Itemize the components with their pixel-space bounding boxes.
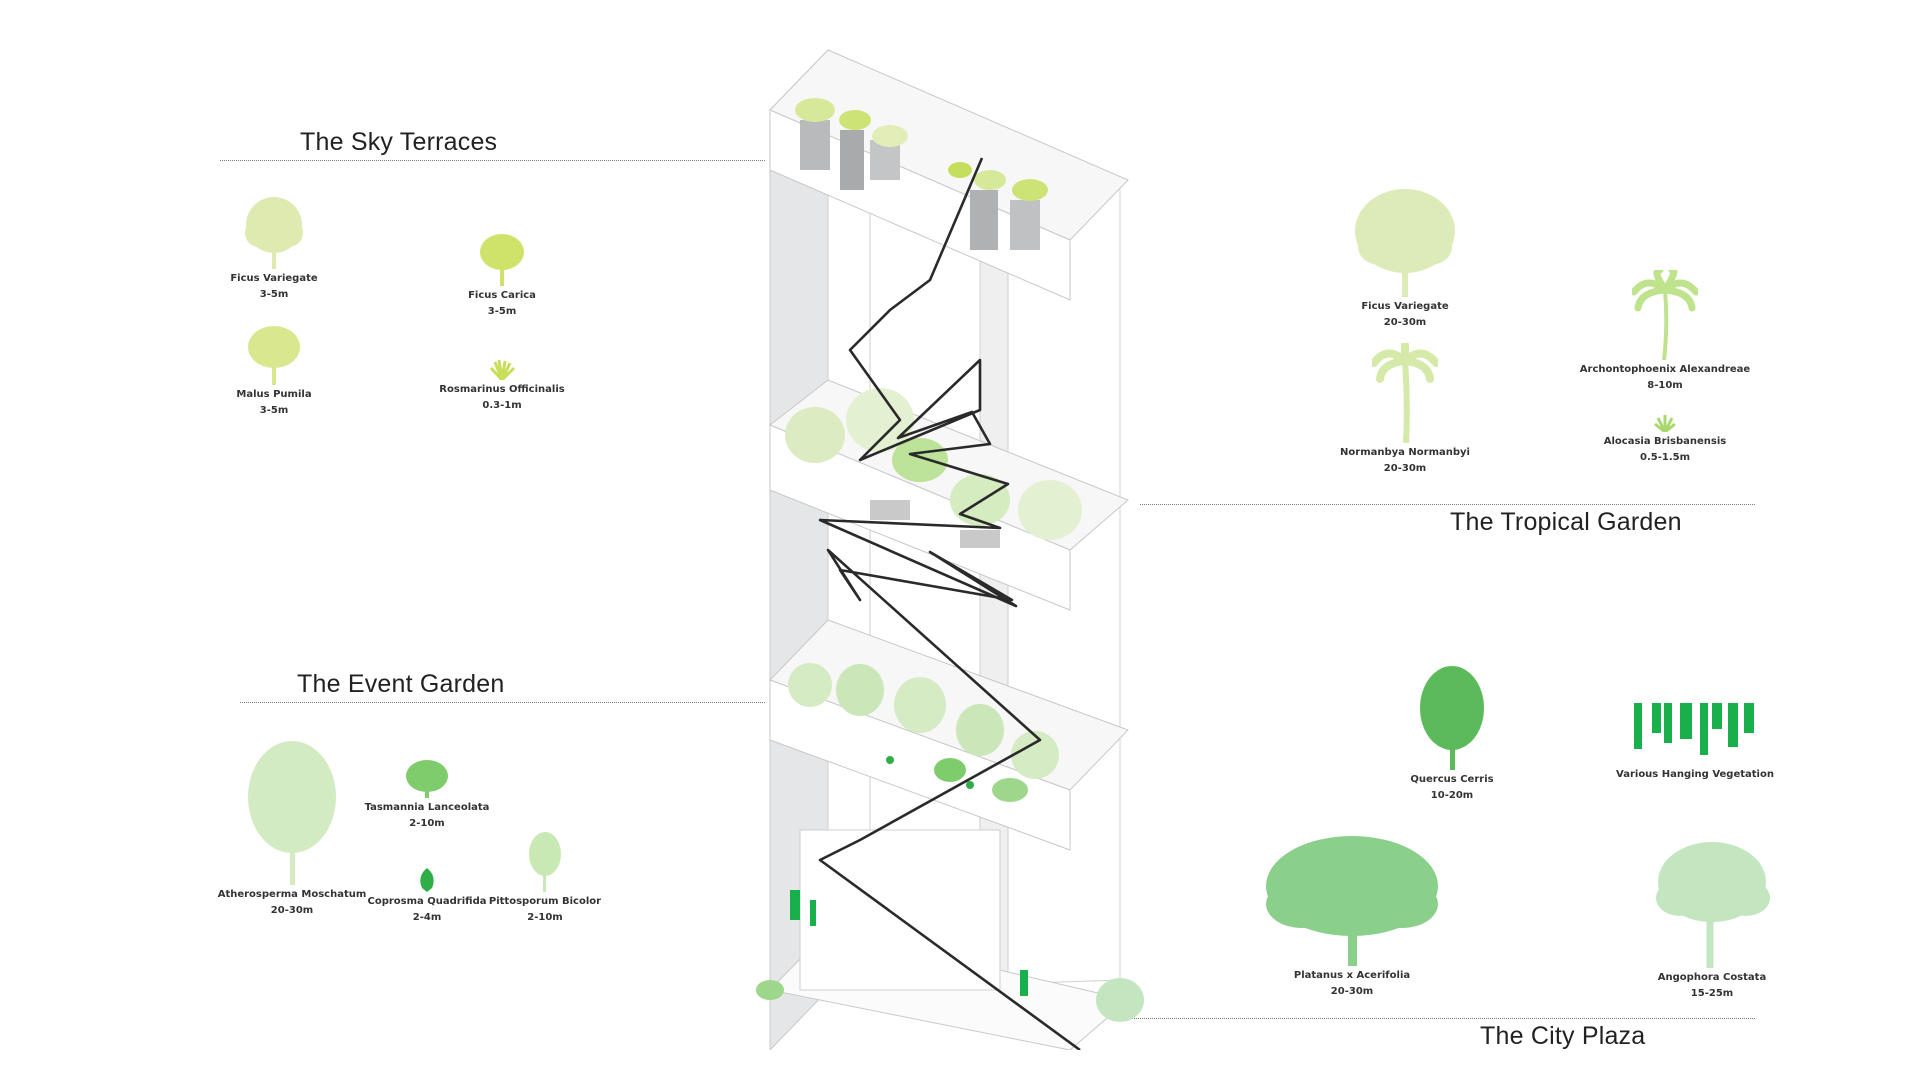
hanging-vegetation-icon (1634, 703, 1754, 755)
plant-height: 2-10m (409, 818, 445, 829)
tree-icon (529, 832, 561, 892)
tree-icon (1355, 189, 1455, 297)
tree-icon (480, 234, 524, 286)
tree-icon (406, 760, 448, 798)
tree-icon (1420, 666, 1484, 770)
plant-height: 2-10m (527, 912, 563, 923)
plant-name: Pittosporum Bicolor (488, 896, 602, 907)
plant-coprosma-quadrifida: Coprosma Quadrifida 2-4m (327, 868, 527, 923)
tree-icon (1656, 842, 1770, 968)
plant-tasmannia-lanceolata: Tasmannia Lanceolata 2-10m (327, 758, 527, 829)
zone-title-tropical-garden: The Tropical Garden (1450, 508, 1682, 536)
tree-icon (248, 741, 336, 885)
plant-height: 20-30m (270, 905, 314, 916)
plant-height: 20-30m (1330, 986, 1374, 997)
leader-line-tropical-garden (1140, 504, 1755, 505)
plant-ficus-variegate-sky: Ficus Variegate 3-5m (174, 193, 374, 300)
plant-name: Tasmannia Lanceolata (364, 802, 490, 813)
event-garden-level (769, 619, 1129, 851)
plant-angophora-costata: Angophora Costata 15-25m (1612, 838, 1812, 999)
plant-pittosporum-bicolor: Pittosporum Bicolor 2-10m (445, 830, 645, 923)
plant-name: Ficus Variegate (1361, 301, 1449, 312)
plant-normanbya-normanbyi: Normanbya Normanbyi 20-30m (1305, 343, 1505, 474)
tower-axonometric-diagram (756, 48, 1144, 1050)
plant-various-hanging-vegetation: Various Hanging Vegetation (1595, 703, 1795, 780)
plant-name: Archontophoenix Alexandreae (1579, 364, 1751, 375)
plant-height: 3-5m (259, 405, 289, 416)
leader-line-event-garden (240, 702, 765, 703)
city-plaza-level (756, 829, 1144, 1050)
plant-height: 2-4m (412, 912, 442, 923)
circulation-path (818, 157, 1081, 1050)
plant-name: Angophora Costata (1657, 972, 1767, 983)
plant-alocasia-brisbanensis: Alocasia Brisbanensis 0.5-1.5m (1565, 414, 1765, 463)
plant-height: 15-25m (1690, 988, 1734, 999)
plant-name: Rosmarinus Officinalis (439, 384, 565, 395)
plant-name: Malus Pumila (236, 389, 312, 400)
plant-name: Various Hanging Vegetation (1616, 769, 1774, 780)
plant-name: Quercus Cerris (1410, 774, 1494, 785)
tree-icon (1266, 836, 1438, 966)
zone-title-city-plaza: The City Plaza (1480, 1022, 1646, 1050)
plant-archontophoenix-alexandreae: Archontophoenix Alexandreae 8-10m (1565, 270, 1765, 391)
plant-name: Ficus Carica (468, 290, 536, 301)
plant-platanus-x-acerifolia: Platanus x Acerifolia 20-30m (1252, 830, 1452, 997)
leader-line-sky-terraces (220, 160, 765, 161)
plant-ficus-carica: Ficus Carica 3-5m (402, 232, 602, 317)
zone-title-event-garden: The Event Garden (297, 670, 505, 698)
plant-name: Coprosma Quadrifida (367, 896, 487, 907)
plant-height: 0.5-1.5m (1640, 452, 1690, 463)
plant-malus-pumila: Malus Pumila 3-5m (174, 323, 374, 416)
palm-icon (1632, 270, 1698, 360)
plant-height: 20-30m (1383, 463, 1427, 474)
plant-name: Normanbya Normanbyi (1340, 447, 1470, 458)
leader-line-city-plaza (1110, 1018, 1755, 1019)
tree-icon (248, 326, 300, 385)
plant-name: Platanus x Acerifolia (1293, 970, 1411, 981)
plant-atherosperma-moschatum: Atherosperma Moschatum 20-30m (192, 735, 392, 916)
sky-terraces-level (769, 49, 1129, 301)
tree-icon (245, 197, 303, 269)
plant-height: 3-5m (487, 306, 517, 317)
plant-rosmarinus-officinalis: Rosmarinus Officinalis 0.3-1m (402, 358, 602, 411)
shrub-icon (489, 359, 516, 380)
plant-height: 0.3-1m (482, 400, 522, 411)
plant-name: Alocasia Brisbanensis (1603, 436, 1727, 447)
plant-height: 8-10m (1647, 380, 1683, 391)
palm-icon (1372, 343, 1438, 443)
plant-height: 20-30m (1383, 317, 1427, 328)
shrub-icon (420, 868, 434, 892)
zone-title-sky-terraces: The Sky Terraces (300, 128, 498, 156)
plant-height: 3-5m (259, 289, 289, 300)
plant-name: Atherosperma Moschatum (217, 889, 367, 900)
plant-name: Ficus Variegate (230, 273, 318, 284)
plant-height: 10-20m (1430, 790, 1474, 801)
plant-quercus-cerris: Quercus Cerris 10-20m (1352, 664, 1552, 801)
shrub-icon (1654, 415, 1676, 432)
plant-ficus-variegate-tropical: Ficus Variegate 20-30m (1305, 185, 1505, 328)
